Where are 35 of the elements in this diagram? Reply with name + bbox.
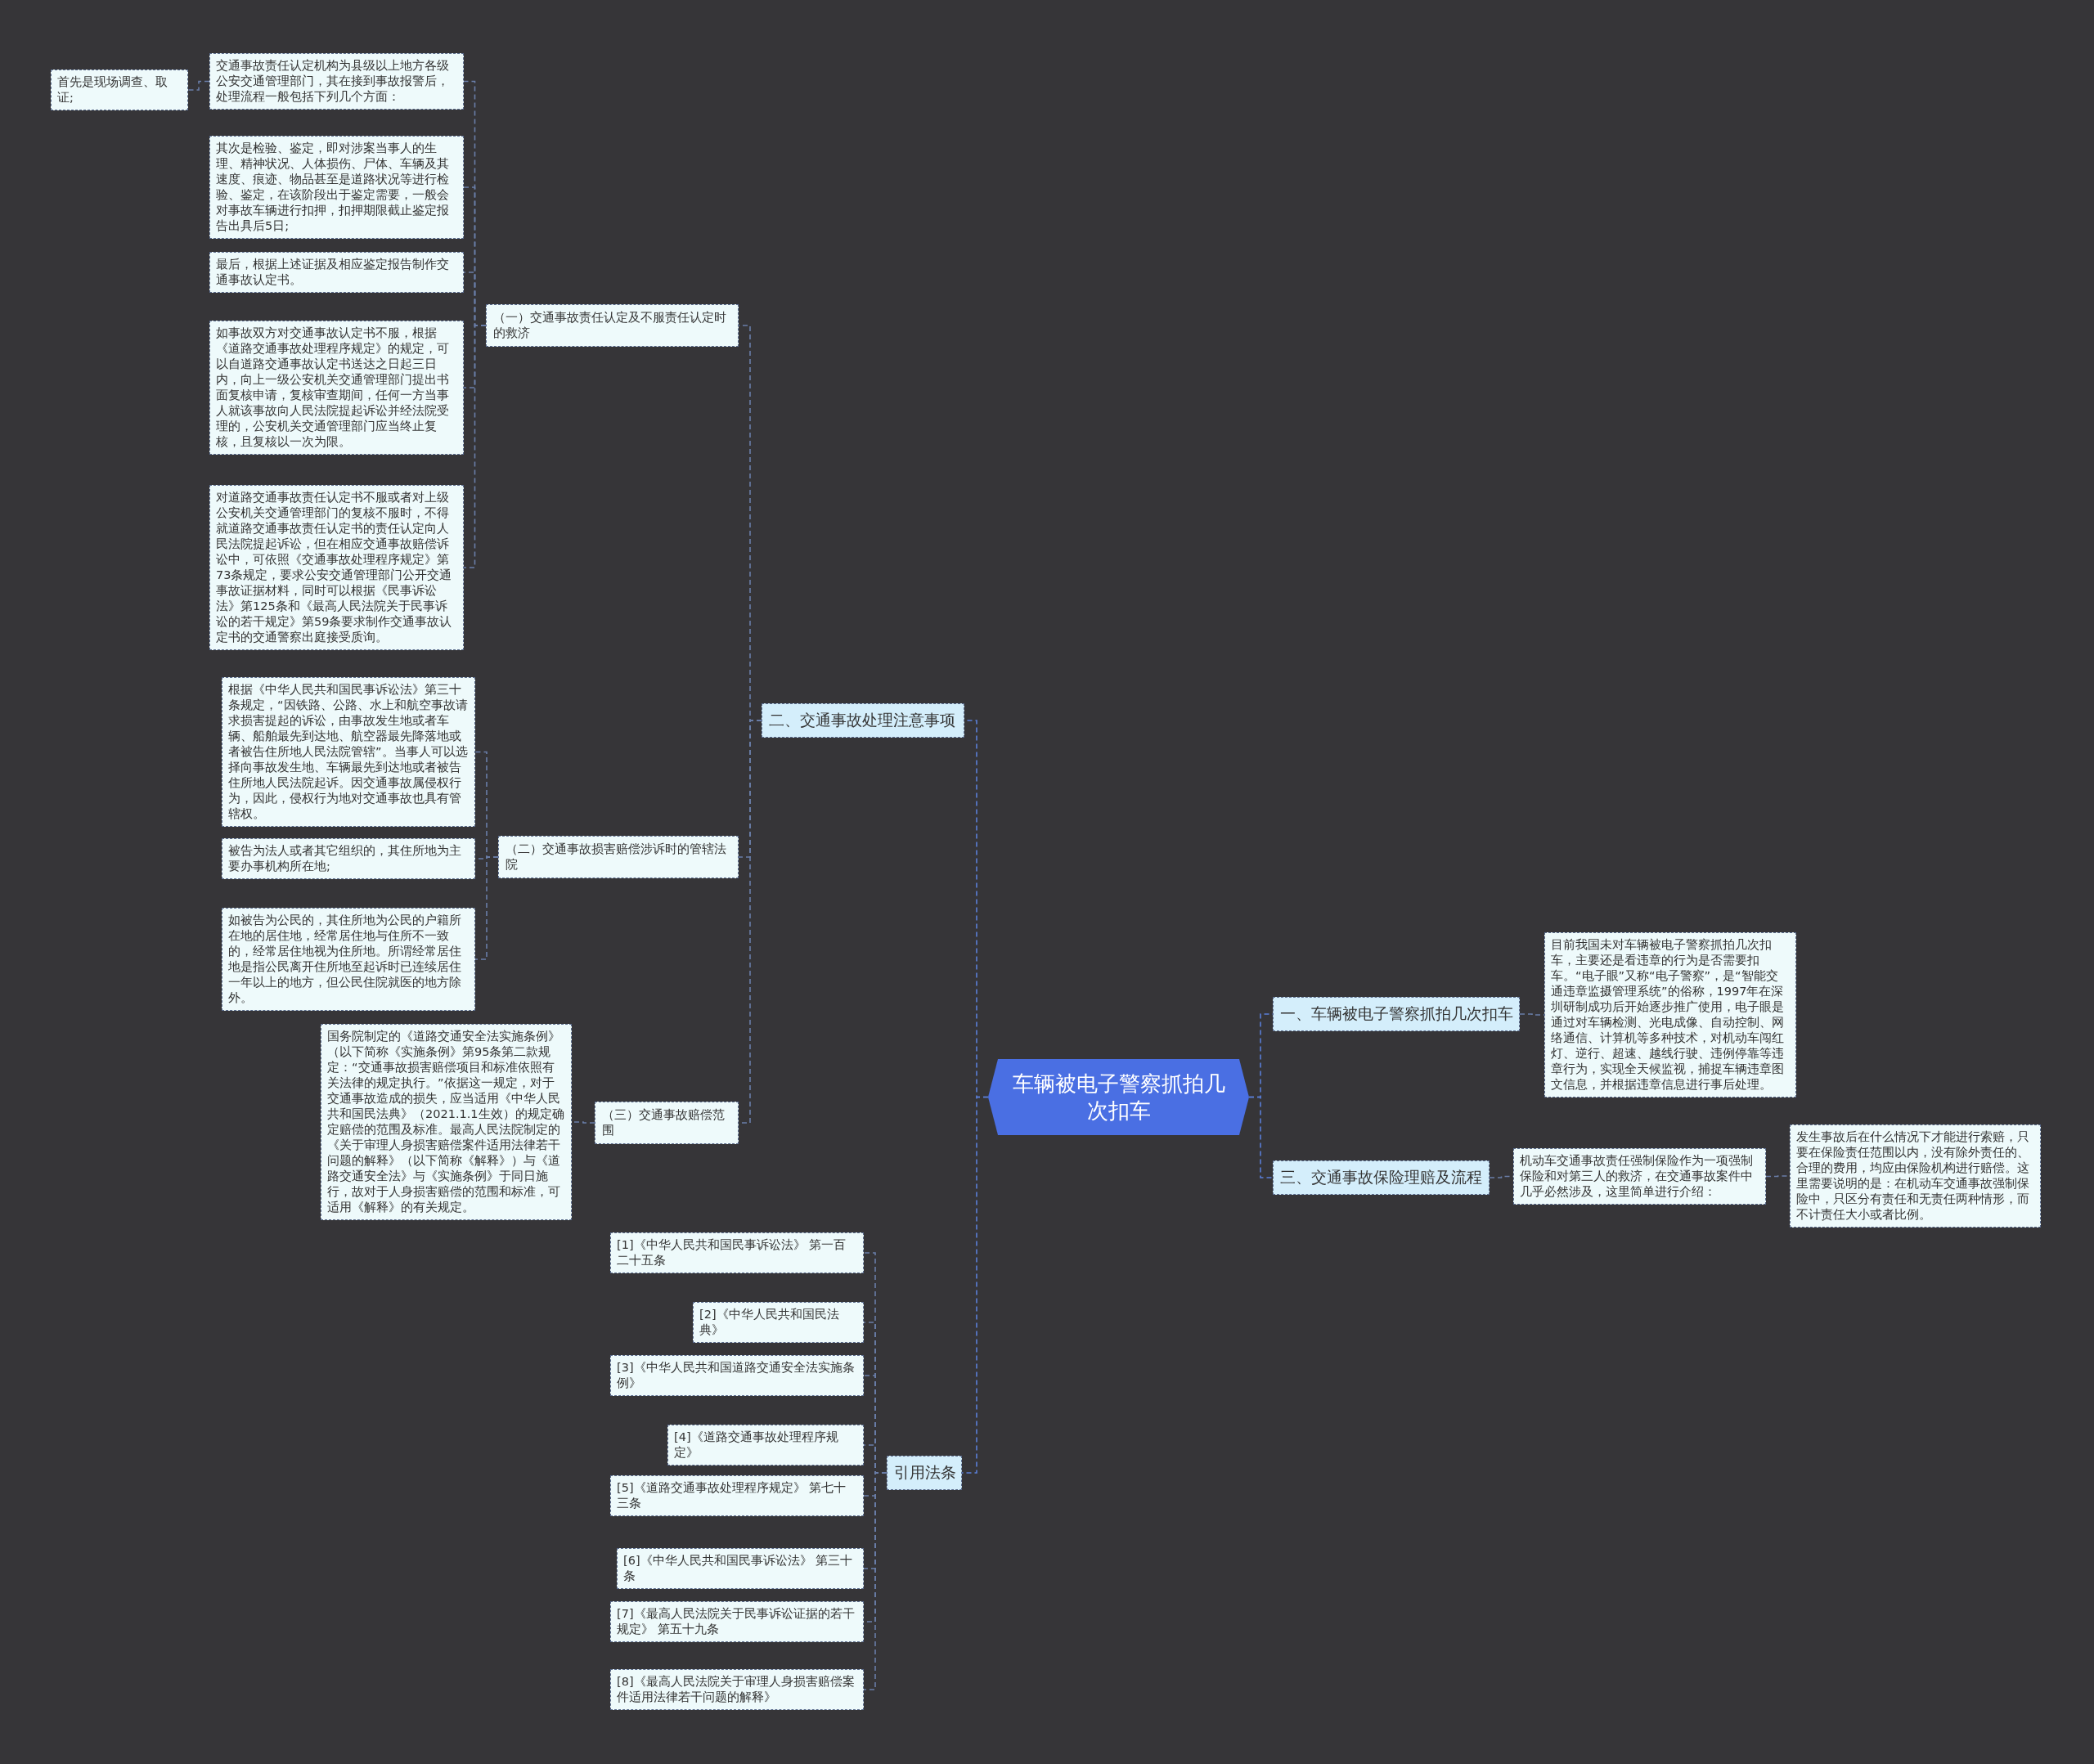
connector: [463, 325, 487, 568]
text-box: 发生事故后在什么情况下才能进行索赔，只要在保险责任范围以内，没有除外责任的、合理的费用，均应由保险机构进行赔偿。这里需要说明的是：在机动车交通事故强制保险中，只区分有责任和无责任两种情形，而不计责任大小或者比例。: [1790, 1124, 2041, 1228]
connector: [474, 856, 499, 960]
text-box: 机动车交通事故责任强制保险作为一项强制保险和对第三人的救济，在交通事故案件中几乎必然涉及，这里简单进行介绍：: [1513, 1148, 1766, 1205]
reference-box: [4]《道路交通事故处理程序规定》: [667, 1425, 864, 1466]
text-box: 国务院制定的《道路交通安全法实施条例》（以下简称《实施条例》第95条第二款规定：“交通事故损害赔偿项目和标准依照有关法律的规定执行。”依据这一规定，对于交通事故造成的损失，应当适用《中华人民共和国民法典》（2021.1.1生效）的规定确定赔偿的范围及标准。最高人民法院制定的《关于审理人身损害赔偿案件适用法律若干问题的解释》（以下简称《解释》）与《道路交通安全法》与《实施条例》于同日施行，故对于人身损害赔偿的范围和标准，可适用《解释》的有关规定。: [321, 1024, 572, 1220]
text-box: 其次是检验、鉴定，即对涉案当事人的生理、精神状况、人体损伤、尸体、车辆及其速度、痕迹、物品甚至是道路状况等进行检验、鉴定，在该阶段出于鉴定需要，一般会对事故车辆进行扣押，扣押期限截止鉴定报告出具后5日;: [209, 136, 464, 239]
text-box: 交通事故责任认定机构为县级以上地方各级公安交通管理部门，其在接到事故报警后，处理流程一般包括下列几个方面：: [209, 53, 464, 110]
connector: [187, 80, 210, 91]
topic-box: 引用法条: [887, 1456, 962, 1490]
connector: [961, 1096, 989, 1474]
text-box: 首先是现场调查、取证;: [51, 70, 188, 110]
reference-box: [2]《中华人民共和国民法典》: [693, 1302, 864, 1343]
text-box: 如被告为公民的，其住所地为公民的户籍所在地的居住地，经常居住地与住所不一致的，经常居住地视为住所地。所谓经常居住地是指公民离开住所地至起诉时已连续居住一年以上的地方，但公民住院就医的地方除外。: [222, 908, 475, 1011]
topic-box: 三、交通事故保险理赔及流程: [1273, 1160, 1490, 1195]
reference-box: [3]《中华人民共和国道路交通安全法实施条例》: [610, 1355, 864, 1396]
reference-box: [5]《道路交通事故处理程序规定》 第七十三条: [610, 1475, 864, 1516]
reference-box: [7]《最高人民法院关于民事诉讼证据的若干规定》 第五十九条: [610, 1601, 864, 1642]
text-box: 根据《中华人民共和国民事诉讼法》第三十条规定，“因铁路、公路、水上和航空事故请求损害提起的诉讼，由事故发生地或者车辆、船舶最先到达地、航空器最先降落地或者被告住所地人民法院管辖”。当事人可以选择向事故发生地、车辆最先到达地或者被告住所地人民法院起诉。因交通事故属侵权行为，因此，侵权行为地对交通事故也具有管辖权。: [222, 677, 475, 827]
topic-box: 一、车辆被电子警察抓拍几次扣车: [1273, 997, 1520, 1031]
connector: [863, 1472, 887, 1690]
text-box: 被告为法人或者其它组织的，其住所地为主要办事机构所在地;: [222, 838, 475, 879]
reference-box: [8]《最高人民法院关于审理人身损害赔偿案件适用法律若干问题的解释》: [610, 1669, 864, 1710]
central-topic: 车辆被电子警察抓拍几次扣车: [988, 1059, 1249, 1135]
reference-box: [6]《中华人民共和国民事诉讼法》 第三十条: [617, 1548, 864, 1589]
subtopic-box: （一）交通事故责任认定及不服责任认定时的救济: [486, 304, 739, 347]
topic-box: 二、交通事故处理注意事项: [762, 703, 964, 738]
subtopic-box: （三）交通事故赔偿范围: [595, 1102, 739, 1144]
connector: [1248, 1096, 1274, 1178]
text-box: 对道路交通事故责任认定书不服或者对上级公安机关交通管理部门的复核不服时，不得就道路交通事故责任认定书的责任认定向人民法院提起诉讼，但在相应交通事故赔偿诉讼中，可依照《交通事故处理程序规定》第73条规定，要求公安交通管理部门公开交通事故证据材料，同时可以根据《民事诉讼法》第125条和《最高人民法院关于民事诉讼的若干规定》第59条要求制作交通事故认定书的交通警察出庭接受质询。: [209, 485, 464, 650]
text-box: 最后，根据上述证据及相应鉴定报告制作交通事故认定书。: [209, 252, 464, 293]
subtopic-box: （二）交通事故损害赔偿涉诉时的管辖法院: [498, 836, 739, 878]
reference-box: [1]《中华人民共和国民事诉讼法》 第一百二十五条: [610, 1232, 864, 1273]
text-box: 如事故双方对交通事故认定书不服，根据《道路交通事故处理程序规定》的规定，可以自道路交通事故认定书送达之日起三日内，向上一级公安机关交通管理部门提出书面复核申请，复核审查期间，任何一方当事人就该事故向人民法院提起诉讼并经法院受理的，公安机关交通管理部门应当终止复核，且复核以一次为限。: [209, 321, 464, 455]
text-box: 目前我国未对车辆被电子警察抓拍几次扣车，主要还是看违章的行为是否需要扣车。“电子眼”又称“电子警察”，是“智能交通违章监摄管理系统”的俗称，1997年在深圳研制成功后开始逐步推广使用，电子眼是通过对车辆检测、光电成像、自动控制、网络通信、计算机等多种技术，对机动车闯红灯、逆行、超速、越线行驶、违例停靠等违章行为，实现全天候监视，捕捉车辆违章图文信息，并根据违章信息进行事后处理。: [1544, 932, 1796, 1097]
